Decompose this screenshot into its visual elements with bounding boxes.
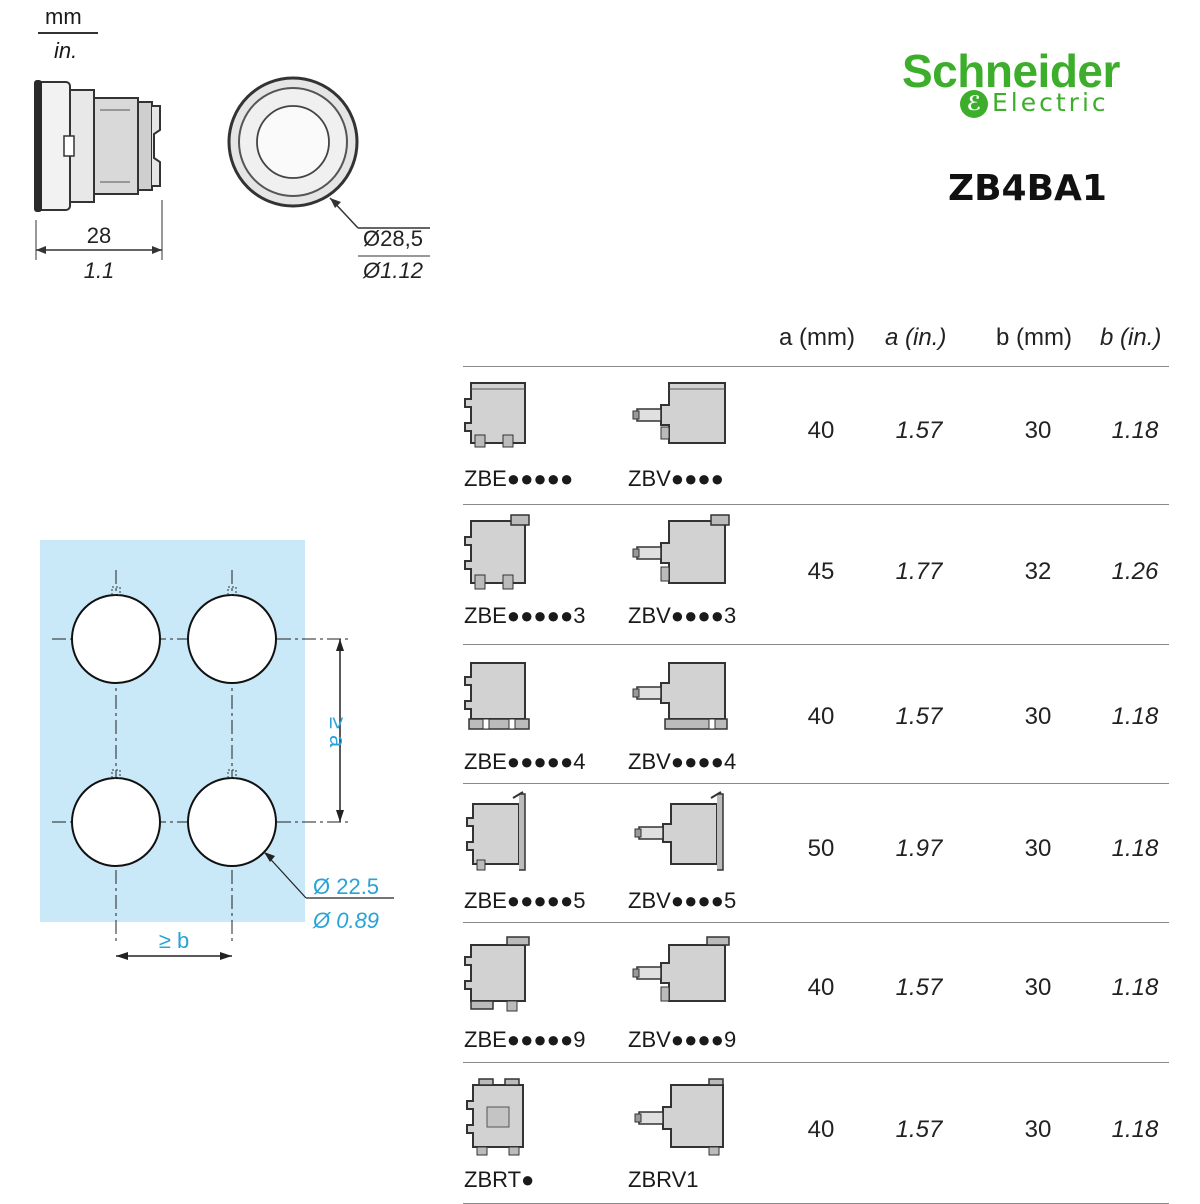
light-block-icon xyxy=(632,662,728,730)
ref-light-block: ZBV●●●●3 xyxy=(628,603,737,628)
ref-light-block: ZBRV1 xyxy=(628,1167,699,1192)
contact-block-icon xyxy=(466,791,526,871)
value-a-in: 1.57 xyxy=(895,417,943,444)
header-b-in: b (in.) xyxy=(1100,324,1162,351)
product-model: ZB4BA1 xyxy=(948,168,1107,209)
brand-mark-icon: ℰ xyxy=(960,90,988,118)
value-a-in: 1.57 xyxy=(895,974,943,1001)
spacing-b-label: ≥ b xyxy=(159,928,189,953)
light-block-icon xyxy=(632,514,730,584)
panel-background xyxy=(40,540,305,922)
hole-diameter-in: Ø 0.89 xyxy=(312,908,379,933)
value-a-in: 1.97 xyxy=(895,835,943,862)
ref-contact-block: ZBE●●●●●4 xyxy=(464,749,586,774)
value-b-mm: 30 xyxy=(1024,703,1052,730)
table-row: ZBE●●●●● ZBV●●●● 40 1.57 30 1.18 xyxy=(463,367,1169,505)
header-a-in: a (in.) xyxy=(885,324,947,351)
unit-divider xyxy=(38,32,98,34)
table-row: ZBE●●●●●3 ZBV●●●●3 45 1.77 32 1.26 xyxy=(463,505,1169,645)
head-length-in: 1.1 xyxy=(84,258,115,283)
spacing-a-label: ≥ a xyxy=(325,717,350,748)
light-block-icon xyxy=(634,791,724,871)
value-a-in: 1.57 xyxy=(895,1116,943,1143)
ref-contact-block: ZBE●●●●● xyxy=(464,466,574,491)
head-diameter-mm: Ø28,5 xyxy=(363,226,423,251)
table-row: ZBRT● ZBRV1 40 1.57 30 1.18 xyxy=(463,1063,1169,1204)
ref-contact-block: ZBE●●●●●9 xyxy=(464,1027,586,1052)
cutout-hole xyxy=(71,594,161,684)
value-a-mm: 40 xyxy=(807,974,835,1001)
hole-diameter-mm: Ø 22.5 xyxy=(313,874,379,899)
brand-name: Schneider xyxy=(902,45,1120,97)
ref-light-block: ZBV●●●●9 xyxy=(628,1027,737,1052)
ref-light-block: ZBV●●●●4 xyxy=(628,749,737,774)
value-b-mm: 32 xyxy=(1024,558,1052,585)
value-b-mm: 30 xyxy=(1024,974,1052,1001)
value-b-mm: 30 xyxy=(1024,1116,1052,1143)
value-b-in: 1.18 xyxy=(1111,974,1159,1001)
ref-light-block: ZBV●●●●5 xyxy=(628,888,737,913)
head-side-view-drawing: 28 1.1 xyxy=(34,80,163,283)
brand-sub: Electric xyxy=(992,88,1109,117)
value-b-in: 1.18 xyxy=(1111,417,1159,444)
value-b-in: 1.26 xyxy=(1111,558,1159,585)
ref-contact-block: ZBRT● xyxy=(464,1167,535,1192)
value-a-mm: 40 xyxy=(807,1116,835,1143)
light-block-icon xyxy=(634,1078,724,1156)
head-length-mm: 28 xyxy=(87,223,111,248)
table-row: ZBE●●●●●5 ZBV●●●●5 50 1.97 30 1.18 xyxy=(463,784,1169,923)
head-diameter-in: Ø1.12 xyxy=(362,258,423,283)
table-row: ZBE●●●●●9 ZBV●●●●9 40 1.57 30 1.18 xyxy=(463,923,1169,1063)
value-a-mm: 40 xyxy=(807,417,835,444)
brand-logo: Schneider ℰ Electric xyxy=(902,48,1142,128)
cutout-hole xyxy=(187,777,277,867)
light-block-icon xyxy=(632,382,726,444)
contact-block-spacing-table: a (mm) a (in.) b (mm) b (in.) ZBE●●●●● Z… xyxy=(463,318,1169,1204)
light-block-icon xyxy=(632,936,730,1002)
unit-in-label: in. xyxy=(54,38,78,63)
value-a-mm: 40 xyxy=(807,703,835,730)
value-a-mm: 50 xyxy=(807,835,835,862)
value-b-mm: 30 xyxy=(1024,417,1052,444)
contact-block-icon xyxy=(464,662,530,730)
header-a-mm: a (mm) xyxy=(779,324,855,351)
ref-light-block: ZBV●●●● xyxy=(628,466,724,491)
table-row: ZBE●●●●●4 ZBV●●●●4 40 1.57 30 1.18 xyxy=(463,645,1169,784)
value-b-in: 1.18 xyxy=(1111,1116,1159,1143)
cutout-hole xyxy=(71,777,161,867)
value-a-mm: 45 xyxy=(807,558,835,585)
head-front-view-drawing: Ø28,5 Ø1.12 xyxy=(227,76,430,283)
contact-block-icon xyxy=(466,1078,524,1156)
value-b-in: 1.18 xyxy=(1111,703,1159,730)
contact-block-icon xyxy=(464,936,530,1012)
header-b-mm: b (mm) xyxy=(996,324,1072,351)
value-b-mm: 30 xyxy=(1024,835,1052,862)
table-header-row: a (mm) a (in.) b (mm) b (in.) xyxy=(463,318,1169,367)
ref-contact-block: ZBE●●●●●3 xyxy=(464,603,586,628)
unit-mm-label: mm xyxy=(45,4,82,29)
ref-contact-block: ZBE●●●●●5 xyxy=(464,888,586,913)
value-a-in: 1.77 xyxy=(895,558,943,585)
contact-block-icon xyxy=(464,382,526,448)
cutout-hole xyxy=(187,594,277,684)
value-a-in: 1.57 xyxy=(895,703,943,730)
contact-block-icon xyxy=(464,514,530,590)
value-b-in: 1.18 xyxy=(1111,835,1159,862)
panel-cutout-diagram: ≥ a ≥ b Ø 22.5 Ø 0.89 xyxy=(40,540,394,960)
